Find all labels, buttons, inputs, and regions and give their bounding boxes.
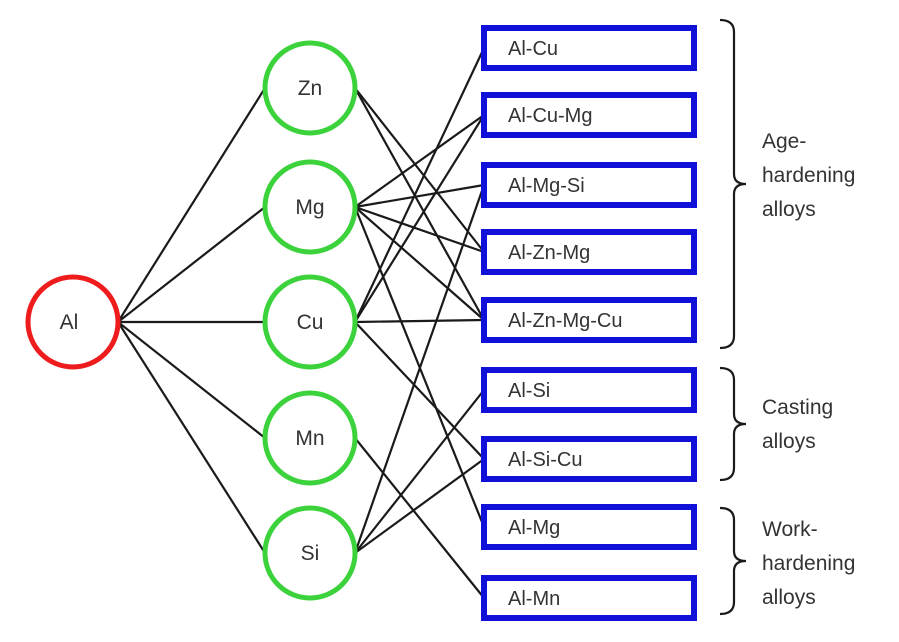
node-al-label: Al <box>60 311 79 334</box>
alloy-box-al-zn-mg-cu-label: Al-Zn-Mg-Cu <box>508 310 622 332</box>
edge-al-mg <box>117 206 266 323</box>
edge-si-al-si-cu <box>354 458 485 554</box>
node-al-circle <box>25 274 121 370</box>
alloy-box-al-cu-mg: Al-Cu-Mg <box>481 92 697 138</box>
alloy-box-al-mg-frame <box>481 504 697 550</box>
alloy-box-al-si-cu-frame <box>481 436 697 482</box>
edge-si-al-mg-si <box>353 184 486 554</box>
group-casting-brace <box>719 366 747 482</box>
alloy-box-al-mg-label: Al-Mg <box>508 517 560 539</box>
alloy-box-al-si-cu-label: Al-Si-Cu <box>508 449 582 471</box>
edges-layer <box>117 47 486 599</box>
alloy-box-al-cu-mg-frame <box>481 92 697 138</box>
group-casting-label-line-1: Casting <box>762 396 833 419</box>
alloy-box-al-mg-si-frame <box>481 162 697 208</box>
node-mg-label: Mg <box>295 196 324 219</box>
node-mn-circle <box>262 390 358 486</box>
node-mn-label: Mn <box>295 427 324 450</box>
node-mg-circle <box>262 159 358 255</box>
node-mn: Mn <box>262 390 358 486</box>
group-age-hardening-label-line-3: alloys <box>762 198 816 221</box>
alloy-box-al-zn-mg-cu-frame <box>481 297 697 343</box>
node-zn-label: Zn <box>298 77 323 100</box>
group-casting: Casting alloys <box>719 366 833 482</box>
alloy-box-al-cu-frame <box>481 25 697 71</box>
edge-al-zn <box>117 87 266 323</box>
node-cu: Cu <box>262 274 358 370</box>
node-cu-circle <box>262 274 358 370</box>
node-si-label: Si <box>301 542 320 565</box>
alloy-box-al-cu: Al-Cu <box>481 25 697 71</box>
node-cu-label: Cu <box>297 311 324 334</box>
alloy-box-al-si-frame <box>481 367 697 413</box>
alloy-box-al-zn-mg-frame <box>481 229 697 275</box>
group-work-hardening-label-line-2: hardening <box>762 552 855 575</box>
edge-mg-al-cu-mg <box>354 114 485 208</box>
edge-zn-al-zn-mg <box>354 87 485 253</box>
group-casting-label-line-2: alloys <box>762 430 816 453</box>
group-work-hardening-brace <box>719 506 747 616</box>
group-age-hardening-brace <box>719 18 747 350</box>
alloy-box-al-mg: Al-Mg <box>481 504 697 550</box>
group-age-hardening: Age-hardening alloys <box>719 18 855 350</box>
edge-cu-al-cu-mg <box>354 114 485 323</box>
edge-mg-al-zn-mg <box>354 205 485 254</box>
edge-mg-al-zn-mg-cu <box>354 206 485 321</box>
edge-al-mn <box>117 321 266 439</box>
edge-mn-al-mn <box>354 437 485 599</box>
edge-cu-al-zn-mg-cu <box>354 318 485 324</box>
edge-mg-al-mg-si <box>354 183 485 209</box>
group-work-hardening: Work-hardening alloys <box>719 506 855 616</box>
node-zn-circle <box>262 40 358 136</box>
node-si: Si <box>262 505 358 601</box>
group-work-hardening-label-line-1: Work- <box>762 518 818 541</box>
alloy-box-al-zn-mg-label: Al-Zn-Mg <box>508 242 590 264</box>
group-work-hardening-label-line-3: alloys <box>762 586 816 609</box>
node-zn: Zn <box>262 40 358 136</box>
alloy-box-al-zn-mg: Al-Zn-Mg <box>481 229 697 275</box>
alloy-box-al-mg-si: Al-Mg-Si <box>481 162 697 208</box>
alloy-box-al-mn-frame <box>481 575 697 621</box>
edge-si-al-si <box>354 389 485 554</box>
node-al: Al <box>25 274 121 370</box>
group-age-hardening-label-line-1: Age- <box>762 130 806 153</box>
alloy-box-al-cu-label: Al-Cu <box>508 38 558 60</box>
node-mg: Mg <box>262 159 358 255</box>
group-age-hardening-label-line-2: hardening <box>762 164 855 187</box>
edge-cu-al-cu <box>354 47 485 323</box>
alloy-box-al-mg-si-label: Al-Mg-Si <box>508 175 585 197</box>
alloy-box-al-mn-label: Al-Mn <box>508 588 560 610</box>
edge-zn-al-zn-mg-cu <box>354 87 485 321</box>
edge-cu-al-si-cu <box>354 321 485 460</box>
node-si-circle <box>262 505 358 601</box>
alloy-box-al-si-label: Al-Si <box>508 380 550 402</box>
alloy-box-al-mn: Al-Mn <box>481 575 697 621</box>
alloy-box-al-si: Al-Si <box>481 367 697 413</box>
groups-layer: Age-hardeningalloysCastingalloysWork-har… <box>719 18 855 616</box>
alloy-box-al-zn-mg-cu: Al-Zn-Mg-Cu <box>481 297 697 343</box>
alloy-box-al-cu-mg-label: Al-Cu-Mg <box>508 105 592 127</box>
edge-al-si <box>117 321 266 554</box>
alloy-box-al-si-cu: Al-Si-Cu <box>481 436 697 482</box>
